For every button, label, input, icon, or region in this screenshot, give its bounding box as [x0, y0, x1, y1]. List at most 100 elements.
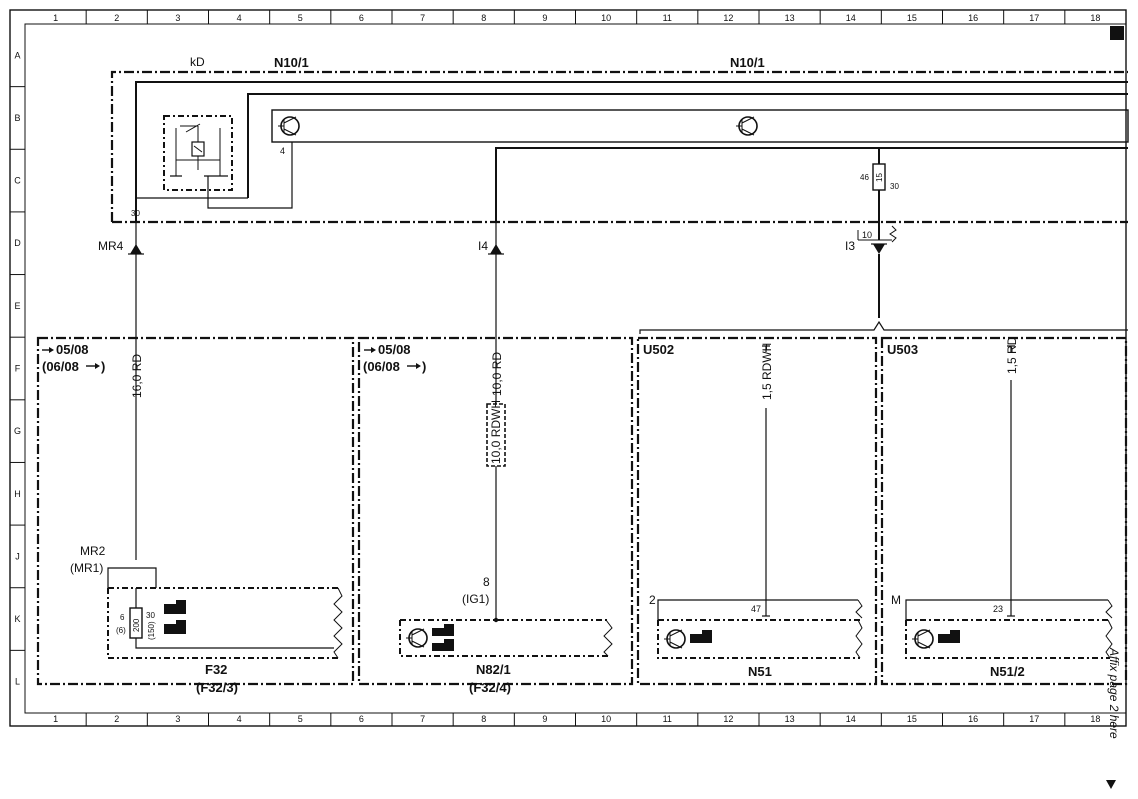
grid-col-label: 13 — [785, 13, 795, 23]
pin-4-label: 4 — [280, 146, 285, 156]
n82-1-wire-box-label: 10,0 RDWH — [489, 400, 503, 464]
n51-2-name: N51/2 — [990, 664, 1025, 679]
hand-pointer-icon — [432, 639, 454, 651]
grid-col-label: 2 — [114, 714, 119, 724]
f32-conn-bracket — [107, 567, 157, 588]
grid-row-label: J — [15, 551, 20, 561]
break-symbol — [889, 225, 897, 243]
f32-boundary — [36, 336, 355, 686]
grid-col-label: 5 — [298, 13, 303, 23]
grid-col-label: 10 — [601, 13, 611, 23]
grid-row-label: F — [15, 364, 21, 374]
grid-col-label: 17 — [1029, 13, 1039, 23]
corner-mark-icon — [1110, 26, 1124, 40]
wire-to-transistor — [207, 142, 293, 209]
hand-pointer-icon — [164, 600, 186, 614]
grid-row-label: L — [15, 677, 20, 687]
grid-col-label: 18 — [1090, 714, 1100, 724]
n51-break-symbol — [855, 619, 863, 659]
u502-label: U502 — [643, 342, 674, 357]
grid-row-label: H — [14, 489, 21, 499]
n10-1-boundary — [110, 70, 1128, 222]
grid-col-label: 2 — [114, 13, 119, 23]
grid-col-label: 5 — [298, 714, 303, 724]
inner-frame — [24, 23, 1127, 714]
n82-1-date-from: 05/08 — [378, 342, 411, 357]
grid-col-label: 12 — [723, 13, 733, 23]
n51-pin-left: 2 — [649, 593, 656, 607]
grid-col-label: 7 — [420, 13, 425, 23]
f32-close-paren: ) — [101, 359, 105, 374]
connector-i4-icon — [488, 244, 504, 255]
grid-col-label: 7 — [420, 714, 425, 724]
pin-10-label: 10 — [862, 230, 872, 240]
grid-col-label: 9 — [542, 714, 547, 724]
n82-1-junction — [493, 617, 499, 623]
u502-boundary — [636, 336, 878, 686]
arrow-icon — [371, 347, 376, 353]
n51-2-housing — [905, 599, 1108, 620]
grid-col-label: 15 — [907, 714, 917, 724]
grid-col-label: 18 — [1090, 13, 1100, 23]
grid-row-label: A — [14, 50, 20, 60]
grid-col-label: 14 — [846, 13, 856, 23]
n51-pin-top — [762, 345, 770, 352]
f32-conn-label: MR2 — [80, 544, 106, 558]
grid-col-label: 10 — [601, 714, 611, 724]
grid-col-label: 12 — [723, 714, 733, 724]
connector-mr4-icon — [128, 244, 144, 255]
f32-break-symbol — [333, 587, 343, 659]
grid-col-label: 6 — [359, 714, 364, 724]
grid-col-label: 14 — [846, 714, 856, 724]
n51-break-top — [855, 599, 863, 619]
n51-2-wire-label: 1,5 RD — [1005, 336, 1019, 374]
f32-pin-right: 30 — [146, 611, 155, 620]
grid-col-label: 6 — [359, 13, 364, 23]
transistor-icon — [278, 116, 300, 136]
n51-2-pin-left: M — [891, 593, 901, 607]
arrow-icon — [95, 363, 100, 369]
grid-row-label: C — [14, 176, 21, 186]
affix-note: Affix page 2 here — [1107, 647, 1121, 739]
relay-kd-box — [163, 115, 233, 191]
n82-1-name: N82/1 — [476, 662, 511, 677]
n10-1-label-right: N10/1 — [730, 55, 765, 70]
hand-pointer-icon — [938, 630, 960, 643]
outer-frame — [9, 9, 1127, 727]
grid-col-label: 8 — [481, 13, 486, 23]
grid-row-label: K — [14, 614, 20, 624]
splice-brace — [639, 320, 1128, 334]
n51-2-component — [905, 619, 1110, 659]
kd-label: kD — [190, 55, 205, 69]
f32-conn-alt-label: (MR1) — [70, 561, 103, 575]
pin-10-box — [857, 230, 892, 241]
transistor-icon — [736, 116, 758, 136]
grid-col-label: 15 — [907, 13, 917, 23]
n51-component — [657, 619, 860, 659]
f32-component — [107, 587, 338, 659]
n82-1-pin-alt: (IG1) — [462, 592, 489, 606]
fuse-pin-30: 30 — [890, 182, 899, 191]
grid-col-label: 17 — [1029, 714, 1039, 724]
arrow-icon — [49, 347, 54, 353]
n82-1-name-alt: (F32/4) — [469, 680, 511, 695]
grid-col-label: 1 — [53, 13, 58, 23]
n82-1-close-paren: ) — [422, 359, 426, 374]
hand-pointer-icon — [432, 624, 454, 636]
arrow-icon — [416, 363, 421, 369]
arrow-down-icon — [1106, 780, 1116, 789]
fuse-15-value: 15 — [875, 173, 884, 182]
u503-label: U503 — [887, 342, 918, 357]
n82-1-break-symbol — [603, 619, 613, 657]
fuse-pin-46: 46 — [860, 173, 869, 182]
f32-pin-right-alt: (150) — [147, 621, 156, 640]
n51-2-pin-top — [1007, 345, 1015, 352]
u503-boundary — [880, 336, 1128, 686]
n82-1-date-to: (06/08 — [363, 359, 400, 374]
connector-mr4-label: MR4 — [98, 239, 124, 253]
transistor-icon — [912, 629, 934, 649]
